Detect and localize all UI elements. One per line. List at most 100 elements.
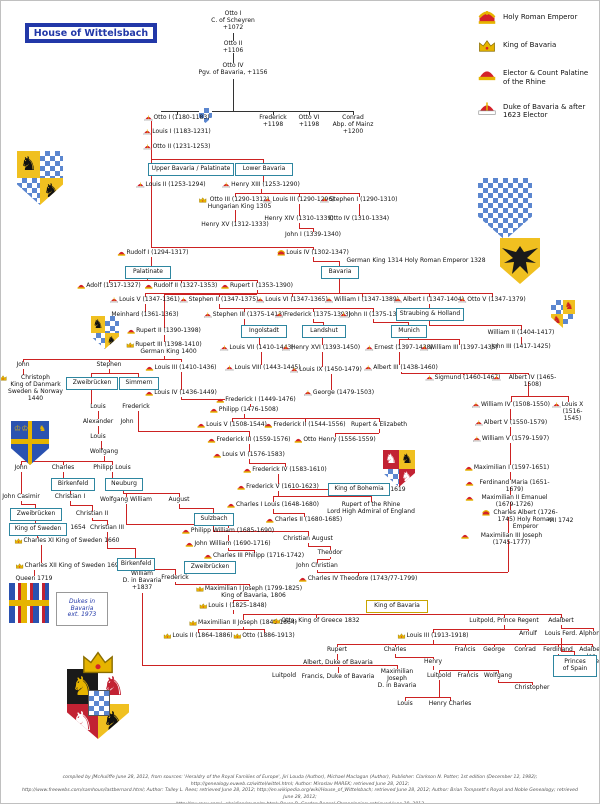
tree-line xyxy=(109,280,110,283)
person-node: Rudolf II (1327-1353) xyxy=(144,282,217,290)
person-name: Louis I (1183-1231) xyxy=(152,128,211,135)
elector-crown-icon xyxy=(77,283,85,289)
tree-line xyxy=(299,228,313,229)
king-crown-icon xyxy=(477,39,497,53)
person-name: Rudolf I (1294-1317) xyxy=(126,249,189,256)
person-name: Stephen II (1347-1375) xyxy=(188,296,259,303)
person-node: William V (1579-1597) xyxy=(473,435,549,443)
elector-crown-icon xyxy=(213,452,221,458)
tree-line xyxy=(561,638,562,651)
duke-crown-icon xyxy=(492,375,501,381)
tree-line xyxy=(330,557,331,559)
elector-crown-icon xyxy=(243,467,251,473)
person-node: Frederick III (1559-1576) xyxy=(207,436,290,444)
tree-line xyxy=(592,644,593,647)
person-name: George xyxy=(483,646,505,653)
duke-crown-icon xyxy=(275,312,283,318)
duke-crown-icon xyxy=(143,129,152,135)
person-node: Albert, Duke of Bavaria xyxy=(303,659,373,667)
person-node: Maximilian Joseph D. in Bavaria xyxy=(378,668,417,690)
tree-line xyxy=(101,441,102,449)
person-node: Louis I (1183-1231) xyxy=(143,128,211,136)
person-name: Frederick xyxy=(161,574,189,581)
tree-line xyxy=(528,629,529,631)
tree-line xyxy=(337,644,338,647)
tree-line xyxy=(23,359,181,360)
person-name: Alexander xyxy=(82,418,114,425)
person-name: Philipp (1476-1508) xyxy=(218,406,279,413)
tree-line xyxy=(322,352,323,367)
tree-line xyxy=(273,496,371,497)
person-node: Louis X (1516-1545) xyxy=(552,401,584,423)
emperor-crown-icon xyxy=(277,250,285,256)
person-name: Charles xyxy=(383,646,407,653)
person-name: John xyxy=(16,361,30,368)
tree-line xyxy=(145,293,492,294)
person-name: John Casimir xyxy=(2,493,40,500)
tree-line xyxy=(107,548,135,549)
duke-crown-icon xyxy=(263,197,272,203)
tree-line xyxy=(63,461,64,465)
tree-line xyxy=(35,519,36,523)
tree-line xyxy=(233,33,234,41)
legend-item-emperor: Holy Roman Emperor xyxy=(477,11,595,25)
tree-line xyxy=(233,79,234,111)
person-node: Maximilian I Joseph (1799-1825) King of … xyxy=(196,585,302,600)
tree-line xyxy=(257,280,258,283)
person-name: Ferdinand xyxy=(543,646,573,653)
king-crown-icon xyxy=(189,620,197,626)
tree-line xyxy=(525,644,526,647)
tree-line xyxy=(228,550,254,551)
person-name: Louis VI (1347-1365) xyxy=(265,296,328,303)
person-name: Rupert II (1390-1398) xyxy=(136,327,201,334)
tree-line xyxy=(41,545,42,563)
person-node: Henry xyxy=(424,658,442,666)
tree-line xyxy=(528,373,529,375)
tree-line xyxy=(521,325,522,330)
person-name: Albert V (1550-1579) xyxy=(483,419,548,426)
duke-crown-icon xyxy=(477,101,497,115)
tree-line xyxy=(123,493,179,494)
person-name: Meinhard (1361-1363) xyxy=(111,311,179,318)
tree-line xyxy=(313,319,314,322)
tree-line xyxy=(138,373,139,377)
tree-line xyxy=(285,463,286,467)
tree-line xyxy=(21,461,22,465)
person-name: Charles Albert (1726-1745) Holy Roman Em… xyxy=(493,509,558,530)
tree-line xyxy=(313,247,314,250)
person-name: Philipp William (1685-1690) xyxy=(190,527,275,534)
tree-line xyxy=(164,335,165,342)
branch-box: Bavaria xyxy=(321,266,359,279)
person-name: George (1479-1503) xyxy=(312,389,375,396)
duke-crown-icon xyxy=(304,390,312,396)
tree-line xyxy=(528,382,529,396)
tree-line xyxy=(23,359,24,362)
tree-line xyxy=(21,472,22,494)
tree-line xyxy=(504,614,505,618)
person-name: Otto I (1180-1183) xyxy=(153,114,210,121)
coat-of-arms-royal: ♞♞♞♞ xyxy=(67,669,129,739)
tree-line xyxy=(308,543,309,546)
tree-line xyxy=(331,374,332,390)
tree-line xyxy=(263,174,264,182)
tree-line xyxy=(181,280,182,283)
person-name: Otto (1886-1913) xyxy=(242,632,295,639)
tree-line xyxy=(37,534,38,538)
person-node: Louis VIII (1443-1445) xyxy=(225,364,301,372)
person-node: Louis I (1825-1848) xyxy=(199,602,267,610)
person-node: Otto (1886-1913) xyxy=(233,632,295,640)
tree-line xyxy=(249,584,250,586)
person-name: Henry Charles xyxy=(428,700,472,707)
tree-line xyxy=(362,293,363,297)
person-node: Wolfgang xyxy=(484,672,512,680)
tree-line xyxy=(175,569,176,575)
person-name: Albert IV (1465-1508) xyxy=(508,374,557,388)
tree-line xyxy=(244,414,245,418)
tree-line xyxy=(373,319,374,322)
duke-crown-icon xyxy=(110,297,118,303)
person-name: Albert I (1347-1404) xyxy=(402,296,465,303)
person-node: Albert III (1438-1460) xyxy=(364,364,438,372)
person-node: Adalbert xyxy=(548,617,573,625)
tree-line xyxy=(138,411,139,431)
king-crown-icon xyxy=(233,633,241,639)
